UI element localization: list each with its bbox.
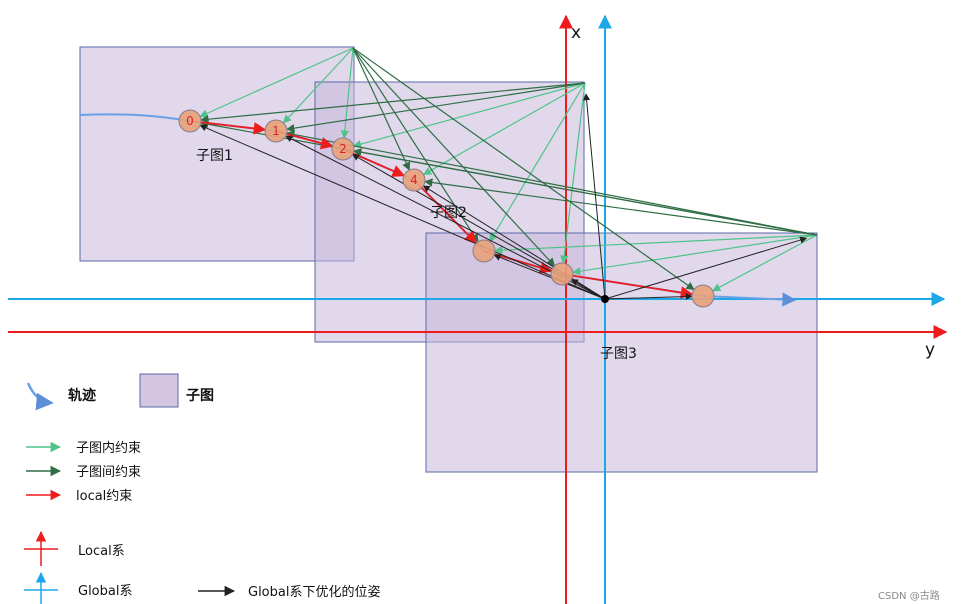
watermark: CSDN @古路 — [878, 589, 940, 602]
inter-constraint-edge — [352, 47, 411, 171]
node-label: 1 — [272, 124, 280, 138]
intra-constraint-edge — [422, 82, 586, 176]
node-label: 4 — [410, 173, 418, 187]
legend-submap-label: 子图 — [186, 388, 214, 404]
submap-1-label: 子图1 — [196, 148, 233, 164]
legend-global-frame-label: Global系 — [78, 584, 132, 599]
submap-2-label: 子图2 — [430, 205, 467, 221]
submap-3-label: 子图3 — [600, 346, 637, 362]
global-pose-edge — [493, 254, 606, 300]
legend-local-frame-label: Local系 — [78, 544, 125, 559]
legend-submap-swatch — [139, 373, 179, 408]
inter-constraint-edge — [285, 130, 818, 236]
legend: 轨迹 子图 子图内约束 子图间约束 local约束 Local系 Global系… — [24, 373, 380, 604]
trajectory-node — [264, 119, 288, 143]
legend-global-pose-label: Global系下优化的位姿 — [248, 584, 380, 600]
constraint-edges — [189, 47, 818, 301]
intra-constraint-edge — [352, 82, 586, 149]
intra-constraint-edge — [560, 82, 586, 264]
trajectory-node — [178, 109, 202, 133]
global-pose-edge — [604, 293, 693, 301]
global-pose-edge — [570, 279, 606, 300]
legend-intra-label: 子图内约束 — [76, 440, 141, 456]
intra-constraint-edge — [199, 47, 354, 118]
node-label: 0 — [186, 114, 194, 128]
legend-local-label: local约束 — [76, 489, 132, 504]
trajectory-node — [331, 137, 355, 161]
intra-constraint-edge — [711, 234, 818, 292]
submap-3 — [425, 232, 818, 473]
intra-constraint-edge — [489, 82, 586, 243]
intra-constraint-edge — [340, 47, 354, 139]
trajectory-node — [402, 168, 426, 192]
node-label: 2 — [339, 142, 347, 156]
submap-1 — [79, 46, 355, 262]
inter-constraint-edge — [352, 148, 818, 236]
trajectory-nodes: 0 1 2 4 — [178, 109, 715, 308]
local-constraint-edge — [189, 120, 267, 135]
x-axis-label: x — [571, 23, 581, 43]
global-pose-edge — [604, 236, 808, 300]
intra-constraint-edge — [572, 234, 818, 276]
inter-constraint-edge — [352, 47, 479, 243]
legend-trajectory-label: 轨迹 — [68, 387, 96, 404]
legend-inter-label: 子图间约束 — [76, 465, 141, 480]
y-axis-label: y — [925, 340, 935, 360]
inter-constraint-edge — [352, 47, 695, 291]
global-pose-edge — [583, 93, 606, 300]
intra-constraint-edge — [494, 234, 818, 255]
trajectory-node — [550, 262, 574, 286]
trajectory-node — [472, 239, 496, 263]
inter-constraint-edge — [286, 82, 586, 133]
global-pose-edge — [199, 124, 606, 300]
global-origin — [601, 295, 609, 303]
legend-trajectory-icon — [26, 382, 54, 411]
local-constraint-edge — [561, 273, 694, 299]
trajectory-node — [691, 284, 715, 308]
inter-constraint-edge — [352, 47, 556, 267]
inter-constraint-edge — [424, 178, 818, 236]
inter-constraint-edge — [200, 82, 586, 124]
